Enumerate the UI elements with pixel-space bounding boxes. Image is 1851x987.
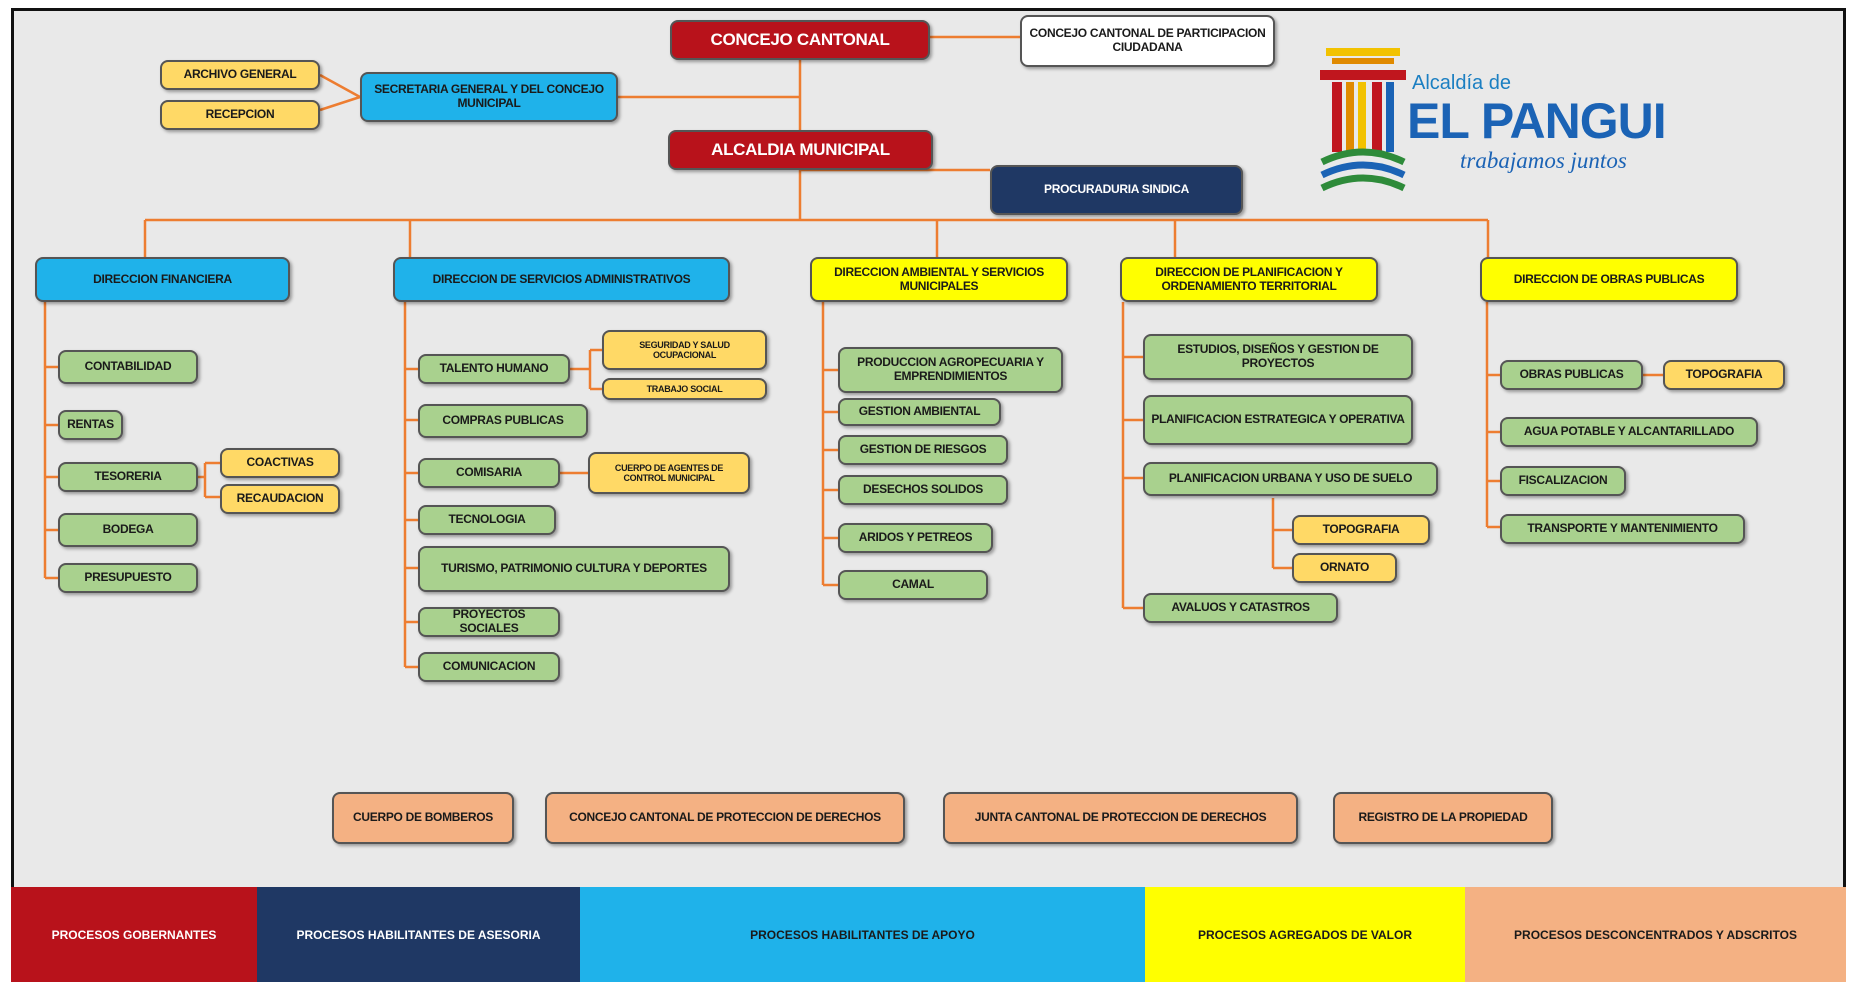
comunicacion-box: COMUNICACION [418,652,560,682]
comisaria-box: COMISARIA [418,458,560,488]
planificacion-estrategica-box: PLANIFICACION ESTRATEGICA Y OPERATIVA [1143,395,1413,445]
transporte-mantenimiento-box: TRANSPORTE Y MANTENIMIENTO [1500,514,1745,544]
direccion-ambiental-box: DIRECCION AMBIENTAL Y SERVICIOS MUNICIPA… [810,257,1068,302]
proyectos-sociales-box: PROYECTOS SOCIALES [418,607,560,637]
talento-humano-box: TALENTO HUMANO [418,354,570,384]
agua-potable-box: AGUA POTABLE Y ALCANTARILLADO [1500,417,1758,447]
archivo-general-box: ARCHIVO GENERAL [160,60,320,90]
junta-proteccion-box: JUNTA CANTONAL DE PROTECCION DE DERECHOS [943,792,1298,844]
registro-propiedad-box: REGISTRO DE LA PROPIEDAD [1333,792,1553,844]
ornato-box: ORNATO [1292,553,1397,583]
planificacion-urbana-box: PLANIFICACION URBANA Y USO DE SUELO [1143,462,1438,496]
legend-gobernantes: PROCESOS GOBERNANTES [11,887,257,982]
concejo-proteccion-box: CONCEJO CANTONAL DE PROTECCION DE DERECH… [545,792,905,844]
coactivas-box: COACTIVAS [220,448,340,478]
produccion-agropecuaria-box: PRODUCCION AGROPECUARIA Y EMPRENDIMIENTO… [838,347,1063,393]
procuraduria-sindica-box: PROCURADURIA SINDICA [990,165,1243,215]
aridos-petreos-box: ARIDOS Y PETREOS [838,523,993,553]
direccion-financiera-box: DIRECCION FINANCIERA [35,257,290,302]
legend-asesoria: PROCESOS HABILITANTES DE ASESORIA [257,887,580,982]
presupuesto-box: PRESUPUESTO [58,563,198,593]
compras-publicas-box: COMPRAS PUBLICAS [418,404,588,438]
logo-tagline: trabajamos juntos [1460,148,1627,173]
avaluos-catastros-box: AVALUOS Y CATASTROS [1143,593,1338,623]
logo-name: EL PANGUI [1407,93,1667,149]
tesoreria-box: TESORERIA [58,462,198,492]
desechos-solidos-box: DESECHOS SOLIDOS [838,475,1008,505]
contabilidad-box: CONTABILIDAD [58,350,198,384]
gestion-riesgos-box: GESTION DE RIESGOS [838,435,1008,465]
alcaldia-municipal-box: ALCALDIA MUNICIPAL [668,130,933,170]
gestion-ambiental-box: GESTION AMBIENTAL [838,398,1001,426]
logo-emblem-icon [1320,48,1406,192]
obras-publicas-box: OBRAS PUBLICAS [1500,360,1643,390]
recepcion-box: RECEPCION [160,100,320,130]
estudios-disenos-box: ESTUDIOS, DISEÑOS Y GESTION DE PROYECTOS [1143,334,1413,380]
turismo-box: TURISMO, PATRIMONIO CULTURA Y DEPORTES [418,546,730,592]
topografia-planificacion-box: TOPOGRAFIA [1292,515,1430,545]
cuerpo-bomberos-box: CUERPO DE BOMBEROS [332,792,514,844]
cuerpo-agentes-box: CUERPO DE AGENTES DE CONTROL MUNICIPAL [588,452,750,494]
camal-box: CAMAL [838,570,988,600]
secretaria-general-box: SECRETARIA GENERAL Y DEL CONCEJO MUNICIP… [360,72,618,122]
bodega-box: BODEGA [58,513,198,547]
recaudacion-box: RECAUDACION [220,484,340,514]
legend-desconcentrados: PROCESOS DESCONCENTRADOS Y ADSCRITOS [1465,887,1846,982]
seguridad-salud-box: SEGURIDAD Y SALUD OCUPACIONAL [602,330,767,370]
concejo-cantonal-box: CONCEJO CANTONAL [670,20,930,60]
rentas-box: RENTAS [58,410,123,440]
trabajo-social-box: TRABAJO SOCIAL [602,378,767,400]
direccion-servicios-administrativos-box: DIRECCION DE SERVICIOS ADMINISTRATIVOS [393,257,730,302]
direccion-obras-publicas-box: DIRECCION DE OBRAS PUBLICAS [1480,257,1738,302]
direccion-planificacion-box: DIRECCION DE PLANIFICACION Y ORDENAMIENT… [1120,257,1378,302]
tecnologia-box: TECNOLOGIA [418,505,556,535]
logo-prefix: Alcaldía de [1412,72,1511,94]
concejo-participacion-box: CONCEJO CANTONAL DE PARTICIPACION CIUDAD… [1020,15,1275,67]
legend-valor: PROCESOS AGREGADOS DE VALOR [1145,887,1465,982]
topografia-obras-box: TOPOGRAFIA [1663,360,1785,390]
legend-apoyo: PROCESOS HABILITANTES DE APOYO [580,887,1145,982]
fiscalizacion-box: FISCALIZACION [1500,466,1626,496]
